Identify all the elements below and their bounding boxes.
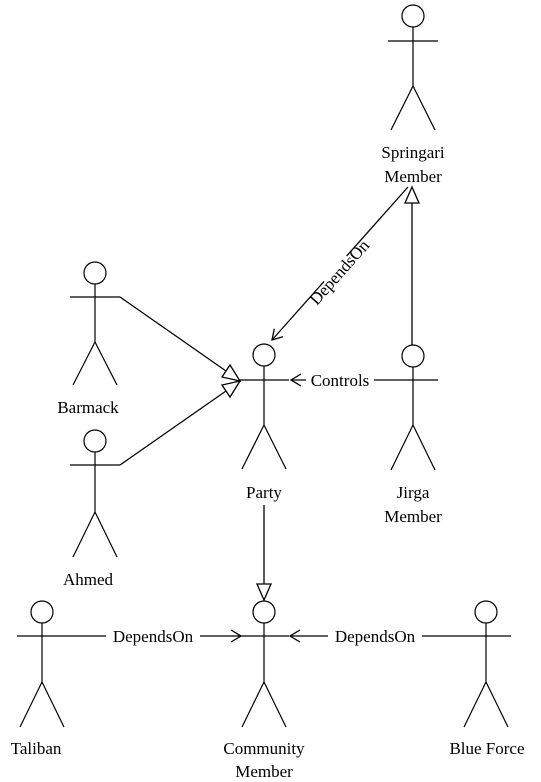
actor-label-jirga-line1: Jirga (397, 483, 430, 502)
generalization-party-to-community[interactable] (256, 505, 272, 602)
generalization-jirga-to-springari[interactable] (404, 185, 420, 345)
actor-label-taliban: Taliban (11, 739, 62, 758)
actor-springari-member[interactable] (388, 4, 438, 131)
actor-jirga-member[interactable] (388, 344, 438, 471)
actor-barmack[interactable] (70, 261, 120, 386)
actor-label-barmack: Barmack (57, 398, 119, 417)
actor-ahmed[interactable] (70, 429, 120, 558)
actor-blue-force[interactable] (461, 600, 511, 728)
actor-label-ahmed: Ahmed (63, 570, 114, 589)
actor-label-springari-line1: Springari (381, 143, 445, 162)
generalization-barmack-to-party[interactable] (119, 296, 242, 382)
actor-label-blue-force: Blue Force (449, 739, 524, 758)
control-label-jirga-party: Controls (311, 371, 370, 390)
dependency-label-blue-force-community: DependsOn (335, 627, 416, 646)
actor-label-springari-line2: Member (384, 167, 442, 186)
actor-taliban[interactable] (17, 600, 67, 728)
dependency-label-taliban-community: DependsOn (113, 627, 194, 646)
actor-label-jirga-line2: Member (384, 507, 442, 526)
actor-party[interactable] (239, 343, 289, 470)
actor-community-member[interactable] (239, 600, 289, 728)
actor-label-party: Party (246, 483, 282, 502)
generalization-ahmed-to-party[interactable] (119, 380, 242, 466)
actor-label-community-line1: Community (223, 739, 305, 758)
actor-label-community-line2: Member (235, 762, 293, 781)
